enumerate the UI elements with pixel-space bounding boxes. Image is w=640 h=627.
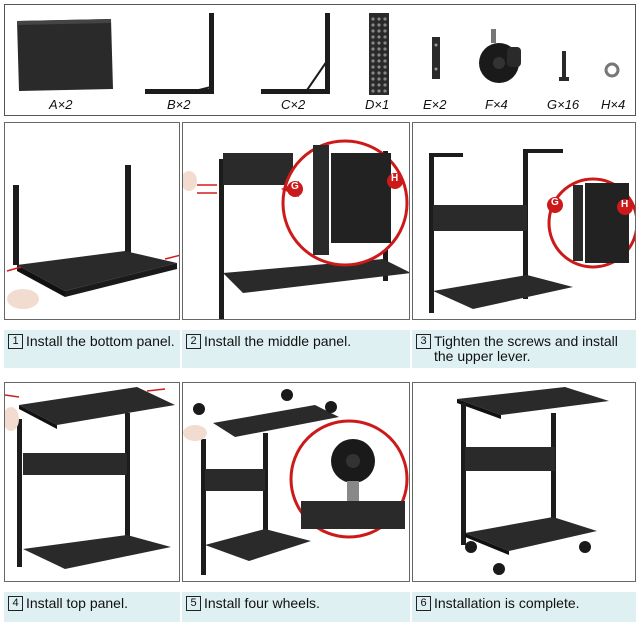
part-g-label: G×16 [547, 97, 580, 112]
part-c-bracket-image [261, 13, 330, 94]
step-1-text: Install the bottom panel. [26, 333, 175, 349]
step-2-illustration: G H [182, 122, 410, 320]
part-e-label: E×2 [423, 97, 447, 112]
step-1-caption: 1 Install the bottom panel. [4, 330, 180, 368]
step-1-number: 1 [8, 334, 23, 349]
part-d-mesh-image [369, 13, 389, 95]
step-5-illustration [182, 382, 410, 582]
part-h-label: H×4 [601, 97, 626, 112]
part-d-label: D×1 [365, 97, 390, 112]
step-6-text: Installation is complete. [434, 595, 580, 611]
step-3-text: Tighten the screws and install the upper… [434, 333, 618, 364]
step-4-number: 4 [8, 596, 23, 611]
step-3-illustration: G H [412, 122, 636, 320]
step-2-number: 2 [186, 334, 201, 349]
nut-callout-h: H [391, 173, 399, 184]
part-a-label: A×2 [49, 97, 73, 112]
part-a-panel-image [17, 19, 113, 91]
part-b-label: B×2 [167, 97, 191, 112]
part-f-wheel-image [479, 29, 521, 83]
part-h-washer-image [604, 62, 620, 78]
step-4-illustration [4, 382, 180, 582]
part-b-bracket-image [145, 13, 214, 94]
step-5-number: 5 [186, 596, 201, 611]
screw-callout-g-3: G [551, 197, 559, 208]
step-2-caption: 2 Install the middle panel. [182, 330, 410, 368]
step-6-caption: 6 Installation is complete. [412, 592, 636, 622]
nut-callout-h-3: H [621, 199, 629, 210]
screw-callout-g: G [291, 181, 299, 192]
step-3-number: 3 [416, 334, 431, 349]
step-3-caption: 3 Tighten the screws and install the upp… [412, 330, 636, 368]
part-f-label: F×4 [485, 97, 508, 112]
part-g-screw-image [559, 51, 569, 81]
step-6-number: 6 [416, 596, 431, 611]
step-5-text: Install four wheels. [204, 595, 320, 611]
parts-list: A×2 B×2 C×2 D×1 E×2 F×4 G×16 H×4 [4, 4, 636, 116]
step-4-caption: 4 Install top panel. [4, 592, 180, 622]
part-c-label: C×2 [281, 97, 306, 112]
step-2-text: Install the middle panel. [204, 333, 352, 349]
part-e-bracket-image [432, 37, 440, 79]
step-5-caption: 5 Install four wheels. [182, 592, 410, 622]
step-6-illustration [412, 382, 636, 582]
step-1-illustration [4, 122, 180, 320]
step-4-text: Install top panel. [26, 595, 128, 611]
